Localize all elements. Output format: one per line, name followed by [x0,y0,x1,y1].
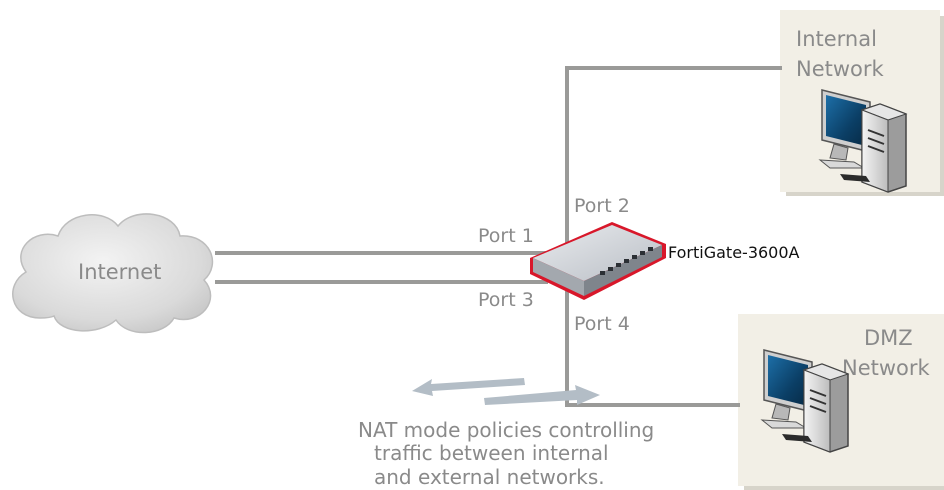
computer-workstation-icon [818,89,908,193]
network-links [215,66,782,407]
internal-network-label-line1: Internal [796,27,877,51]
internal-network-label-line2: Network [796,57,885,81]
firewall-label: FortiGate-3600A [668,243,800,262]
link-dmz [565,282,740,407]
note-line3: and external networks. [374,465,605,489]
link-internal [565,66,782,255]
firewall-appliance-icon [530,222,666,300]
dmz-network-label-line1: DMZ [864,326,913,350]
note-line2: traffic between internal [374,441,609,465]
port1-label: Port 1 [478,225,534,247]
port4-label: Port 4 [574,313,630,335]
dmz-network-label-line2: Network [842,356,931,380]
cloud-icon [12,213,214,334]
port2-label: Port 2 [574,195,630,217]
traffic-arrows-icon [412,378,600,405]
port3-label: Port 3 [478,289,534,311]
internet-label: Internet [78,260,161,284]
note-line1: NAT mode policies controlling [358,418,654,442]
computer-workstation-icon [760,349,850,453]
